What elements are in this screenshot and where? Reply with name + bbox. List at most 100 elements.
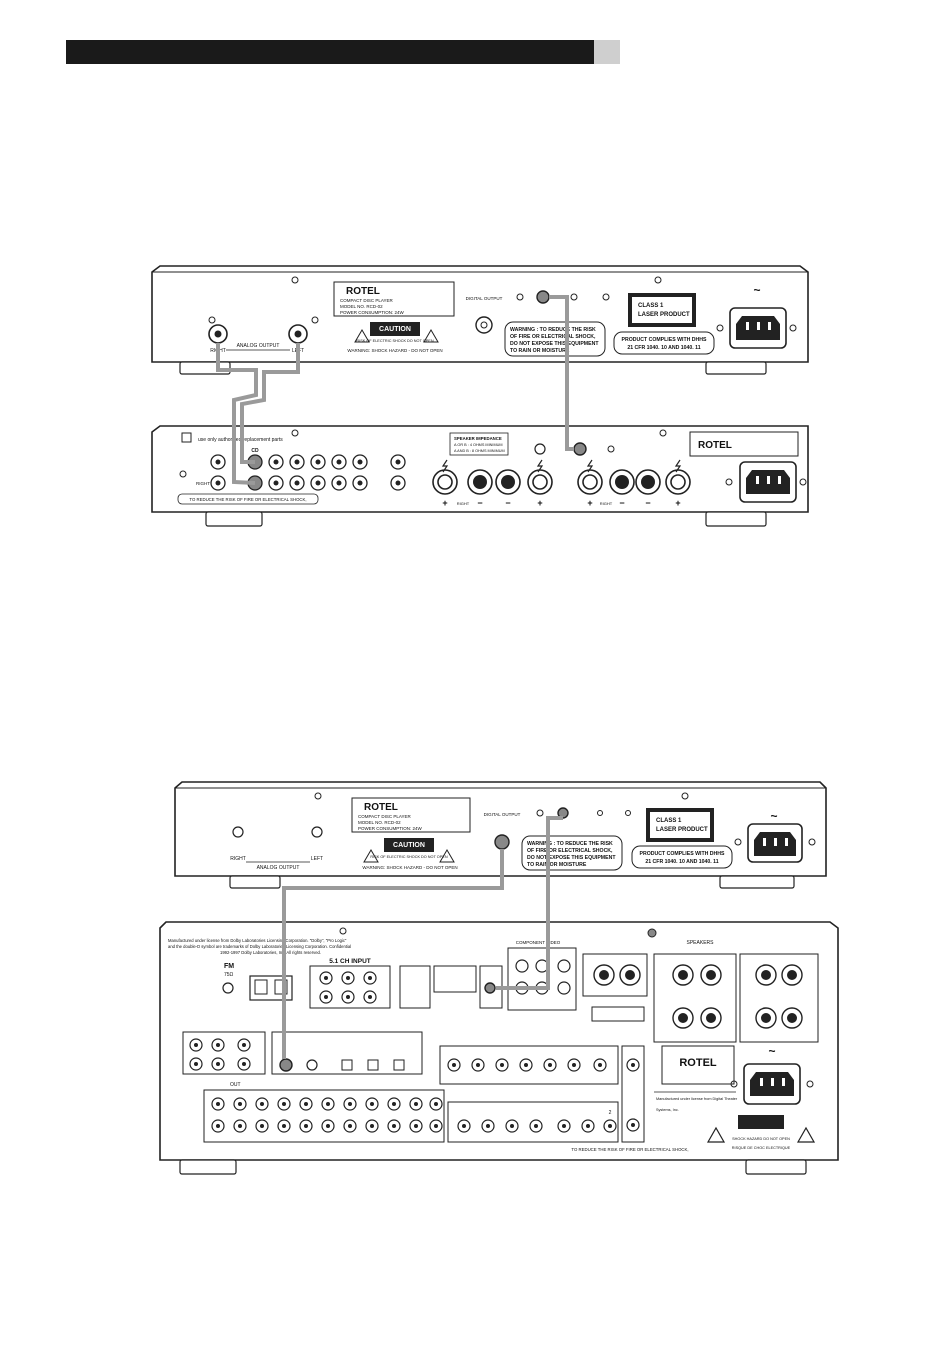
dts-line-1: Manufactured under license from Digital … (656, 1097, 738, 1101)
shock-warning-icon (354, 329, 370, 343)
fm-ohm-label: 75Ω (224, 972, 234, 978)
screw-icon (291, 276, 299, 284)
input-51-label: 5.1 CH INPUT (329, 958, 371, 965)
exclamation-warning-icon (439, 849, 455, 863)
model-line-3: POWER CONSUMPTION: 24W (340, 310, 405, 315)
analog-left-jack[interactable] (311, 826, 323, 838)
analog-right-jack[interactable] (232, 826, 244, 838)
digital-output-label: DIGITAL OUTPUT (484, 812, 521, 817)
screw-icon (208, 316, 216, 324)
dolby-line-2: and the double-D symbol are trademarks o… (168, 944, 351, 949)
coax-digital-cable (282, 849, 504, 1059)
coax-output-jack[interactable] (536, 290, 550, 304)
figure-analog-connection: RIGHT LEFT ANALOG OUTPUT ROTEL COMPACT D… (151, 265, 809, 527)
fm-label: FM (224, 963, 234, 970)
jack-pin (214, 330, 222, 338)
component-video-block (507, 947, 577, 1011)
speaker-left-label: RIGHT (600, 501, 613, 506)
warning-line-1: WARNING : TO REDUCE THE RISK (510, 327, 596, 333)
brand-plate (689, 431, 799, 457)
fire-warning-box (177, 493, 319, 505)
dolby-line-1: Manufactured under license from Dolby La… (168, 938, 347, 943)
caution-sub: RISK OF ELECTRIC SHOCK DO NOT OPEN (356, 339, 433, 343)
coax-digital-input-jack[interactable] (279, 1058, 293, 1072)
impedance-title: SPEAKER IMPEDANCE (454, 436, 502, 441)
optical-input-jack[interactable] (341, 1059, 353, 1071)
screw-icon (311, 316, 319, 324)
warning-line-4: TO RAIN OR MOISTURE (510, 348, 570, 354)
left-label: LEFT (311, 856, 323, 862)
screw-icon (730, 1080, 738, 1088)
speaker-block (739, 953, 819, 1043)
moisture-warning-box (504, 321, 606, 357)
model-line-2: MODEL NO. RCD-02 (340, 304, 383, 309)
caution-badge (370, 322, 420, 336)
screw-icon (659, 429, 667, 437)
fm-antenna-jack[interactable] (222, 982, 234, 994)
minus-label: − (477, 498, 482, 508)
receiver-rear-panel: Manufactured under license from Dolby La… (159, 921, 839, 1175)
screw-icon (808, 838, 816, 846)
lightning-icon (536, 459, 544, 473)
analog-output-label: ANALOG OUTPUT (257, 865, 300, 871)
caution-sub: RISK OF ELECTRIC SHOCK DO NOT OPEN (370, 855, 447, 859)
screw-icon (806, 1080, 814, 1088)
analog-output-label: ANALOG OUTPUT (237, 343, 280, 349)
coax-input-jack[interactable] (573, 442, 587, 456)
plus-label: + (442, 498, 447, 508)
small-jack[interactable] (534, 443, 546, 455)
optical-input-jack[interactable] (367, 1059, 379, 1071)
model-line-3: POWER CONSUMPTION: 24W (358, 826, 423, 831)
screw-icon (536, 809, 544, 817)
dhhs-line-2: 21 CFR 1040. 10 AND 1040. 11 (645, 859, 718, 865)
impedance-line-1: A OR B : 4 OHMS MINIMUM (454, 443, 503, 447)
warning-line-1: WARNING : TO REDUCE THE RISK (527, 841, 613, 847)
warning-line-3: DO NOT EXPOSE THIS EQUIPMENT (527, 855, 616, 861)
coax-digital-input-jack[interactable] (484, 982, 496, 994)
cd-player-rear-panel: RIGHT LEFT ANALOG OUTPUT ROTEL COMPACT D… (151, 265, 809, 375)
screw-icon (314, 792, 322, 800)
exclamation-warning-icon (796, 1126, 816, 1143)
impedance-line-2: A AND B : 8 OHMS MINIMUM (454, 449, 505, 453)
screw-icon (647, 928, 657, 938)
fire-warning-text: TO REDUCE THE RISK OF FIRE OR ELECTRICAL… (189, 497, 306, 502)
minus-label: − (619, 498, 624, 508)
digital-output-jack[interactable] (494, 834, 510, 850)
shock-line-1: SHOCK HAZARD DO NOT OPEN (732, 1137, 790, 1141)
brand-logo: ROTEL (364, 802, 398, 813)
laser-line-2: LASER PRODUCT (656, 827, 708, 833)
shock-warning-text: WARNING: SHOCK HAZARD - DO NOT OPEN (347, 348, 442, 353)
exclamation-warning-icon (423, 329, 439, 343)
screw-icon (602, 293, 610, 301)
analog-interconnect-cable (216, 343, 300, 485)
dts-line-2: Systems, Inc. (656, 1108, 679, 1112)
video-jack[interactable] (515, 959, 529, 973)
optical-input-jack[interactable] (393, 1059, 405, 1071)
video-jack[interactable] (557, 981, 571, 995)
amplifier-rear-panel: use only authorized replacement parts CD… (151, 425, 809, 527)
screw-icon (799, 478, 807, 486)
foot (719, 875, 795, 889)
video-jack[interactable] (557, 959, 571, 973)
speaker-block (653, 953, 737, 1043)
rca-output-grid (203, 1089, 445, 1143)
lightning-icon (674, 459, 682, 473)
dhhs-box (613, 331, 715, 355)
foot (229, 875, 281, 889)
rca-jack-row (211, 1097, 443, 1133)
screw-icon (339, 927, 347, 935)
digital-input-jack[interactable] (306, 1059, 318, 1071)
screw-icon (789, 324, 797, 332)
speaker-terminals (593, 964, 803, 1029)
header-tab (594, 40, 620, 64)
ac-symbol: ~ (770, 809, 777, 823)
impedance-label (449, 432, 509, 456)
lightning-icon (586, 459, 594, 473)
model-line-2: MODEL NO. RCD-02 (358, 820, 401, 825)
screw-icon (607, 445, 615, 453)
digital-output-label: DIGITAL OUTPUT (466, 296, 503, 301)
component-video-label: COMPONENT VIDEO (516, 940, 561, 945)
screw-icon (597, 810, 603, 816)
shock-warning-text: WARNING: SHOCK HAZARD - DO NOT OPEN (362, 865, 457, 870)
plus-label: + (675, 498, 680, 508)
